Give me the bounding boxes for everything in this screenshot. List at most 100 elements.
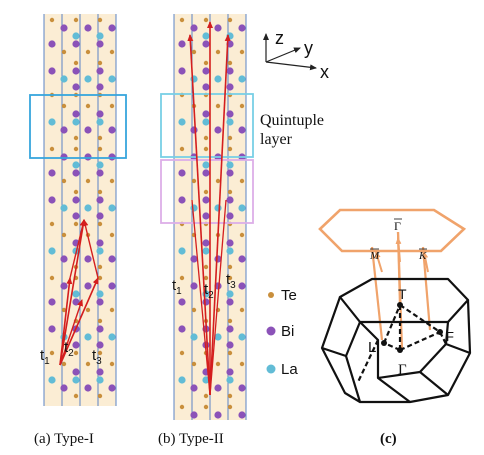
atom: [48, 67, 56, 75]
atom: [226, 196, 234, 204]
atom: [239, 232, 245, 238]
label-surface-gamma: Γ: [394, 219, 401, 233]
vector-ext-b2: [209, 199, 227, 396]
atom: [85, 103, 91, 109]
polyhedron-front-left: [344, 321, 362, 403]
atom: [96, 110, 104, 118]
atom: [226, 67, 234, 75]
path-t-f: [399, 304, 441, 333]
panel-b-vector-labels: t1 t2 t3: [172, 271, 236, 301]
x-axis-arrow: [265, 61, 317, 71]
atom: [96, 368, 104, 376]
panel-a-vector-labels: t1 t2 t3: [40, 339, 102, 367]
atom: [97, 264, 103, 270]
atom: [227, 404, 233, 410]
atom: [72, 196, 80, 204]
atom: [238, 75, 246, 83]
path-l-t: [382, 304, 402, 344]
atom: [108, 153, 116, 161]
atom: [203, 189, 209, 195]
atom: [96, 161, 104, 169]
atom: [108, 204, 116, 212]
atom: [202, 196, 210, 204]
atom: [49, 350, 55, 356]
atom: [108, 24, 116, 32]
path-gamma-f: [399, 330, 441, 352]
atom: [84, 204, 92, 212]
atom: [202, 67, 210, 75]
atom: [227, 189, 233, 195]
polyhedron-front-center: [359, 321, 411, 403]
atom: [109, 49, 115, 55]
atom: [85, 178, 91, 184]
atom: [203, 135, 209, 141]
label-t2-a: t2: [64, 339, 74, 359]
vector-t2-a: [59, 219, 86, 366]
panel-a-lattice-vectors: [59, 219, 99, 366]
panel-a-atoms: [48, 17, 116, 399]
atom: [109, 361, 115, 367]
atom: [178, 298, 186, 306]
atom: [190, 333, 198, 341]
vector-ext-a3: [59, 299, 83, 366]
atom: [226, 83, 234, 91]
atom: [96, 169, 104, 177]
label-l-point: L: [368, 339, 376, 356]
atom: [179, 146, 185, 152]
atom: [226, 341, 234, 349]
atom: [190, 24, 198, 32]
polyhedron-outline: [320, 296, 472, 404]
legend-bi-label: Bi: [281, 323, 294, 340]
atom: [214, 204, 222, 212]
label-gamma-point: Γ: [398, 362, 407, 378]
second-layer-box-b: [160, 159, 254, 224]
atom: [84, 255, 92, 263]
atom: [60, 204, 68, 212]
atom: [202, 40, 210, 48]
atom: [97, 146, 103, 152]
atom: [190, 126, 198, 134]
atom: [61, 49, 67, 55]
atom: [49, 146, 55, 152]
atom: [97, 221, 103, 227]
atom: [191, 307, 197, 313]
atom: [73, 60, 79, 66]
point-l: [381, 340, 387, 346]
atom: [190, 411, 198, 419]
atom: [178, 325, 186, 333]
atom: [239, 178, 245, 184]
atom: [48, 376, 56, 384]
vector-t3-b: [209, 34, 231, 396]
atom: [85, 49, 91, 55]
label-surface-k: K: [418, 250, 427, 262]
legend-te-dot: [268, 292, 274, 298]
atom: [178, 40, 186, 48]
atom: [96, 290, 104, 298]
x-axis-label: x: [320, 62, 329, 82]
atom: [60, 126, 68, 134]
atom: [178, 196, 186, 204]
atom: [226, 368, 234, 376]
atom: [226, 290, 234, 298]
atom: [226, 376, 234, 384]
label-f-point: F: [446, 329, 454, 344]
atom: [190, 282, 198, 290]
atom: [108, 75, 116, 83]
label-t1-b: t1: [172, 277, 182, 297]
vector-ext-b1: [191, 199, 211, 396]
atom: [61, 103, 67, 109]
atom: [239, 307, 245, 313]
atom: [85, 361, 91, 367]
quintuple-layer-label-line2: layer: [260, 131, 293, 148]
quintuple-layer-box-b: [160, 93, 254, 158]
atom: [238, 204, 246, 212]
atom: [215, 178, 221, 184]
atom: [227, 60, 233, 66]
arrow-to-k: [422, 251, 429, 273]
atom: [108, 282, 116, 290]
atom: [203, 264, 209, 270]
atom: [178, 376, 186, 384]
atom: [227, 17, 233, 23]
atom: [97, 135, 103, 141]
